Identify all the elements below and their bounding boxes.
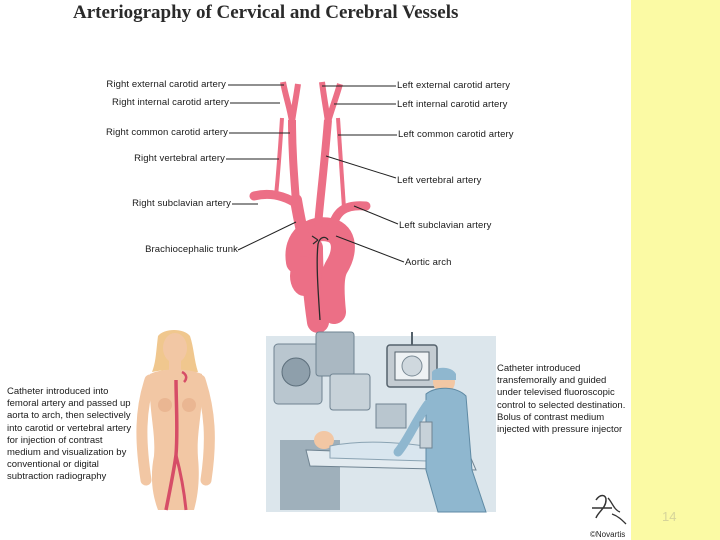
novartis-copyright: ©Novartis	[590, 530, 626, 539]
leader-lines-left	[226, 84, 297, 251]
arterial-tree-illustration	[249, 81, 371, 333]
label-left-external-carotid: Left external carotid artery	[397, 80, 511, 91]
netter-logo-mark	[592, 494, 627, 525]
label-left-subclavian: Left subclavian artery	[399, 220, 492, 231]
caption-catheter-femoral: Catheter introduced into femoral artery …	[7, 386, 132, 483]
label-brachiocephalic-trunk: Brachiocephalic trunk	[145, 244, 238, 255]
label-left-common-carotid: Left common carotid artery	[398, 129, 514, 140]
patient-figure-illustration	[136, 330, 215, 511]
caption-catheter-fluoroscopic: Catheter introduced transfemorally and g…	[497, 363, 626, 436]
label-right-common-carotid: Right common carotid artery	[105, 127, 228, 138]
slide-title: Arteriography of Cervical and Cerebral V…	[73, 2, 459, 23]
leader-lines-right	[322, 85, 405, 263]
label-right-external-carotid: Right external carotid artery	[106, 79, 226, 90]
label-right-internal-carotid: Right internal carotid artery	[112, 97, 229, 108]
label-right-vertebral: Right vertebral artery	[134, 153, 225, 164]
procedure-scene-illustration	[266, 331, 496, 513]
label-right-subclavian: Right subclavian artery	[132, 198, 231, 209]
label-left-internal-carotid: Left internal carotid artery	[397, 99, 508, 110]
label-left-vertebral: Left vertebral artery	[397, 175, 482, 186]
label-aortic-arch: Aortic arch	[405, 257, 452, 268]
page-number: 14	[662, 509, 677, 524]
side-strip	[631, 0, 720, 540]
